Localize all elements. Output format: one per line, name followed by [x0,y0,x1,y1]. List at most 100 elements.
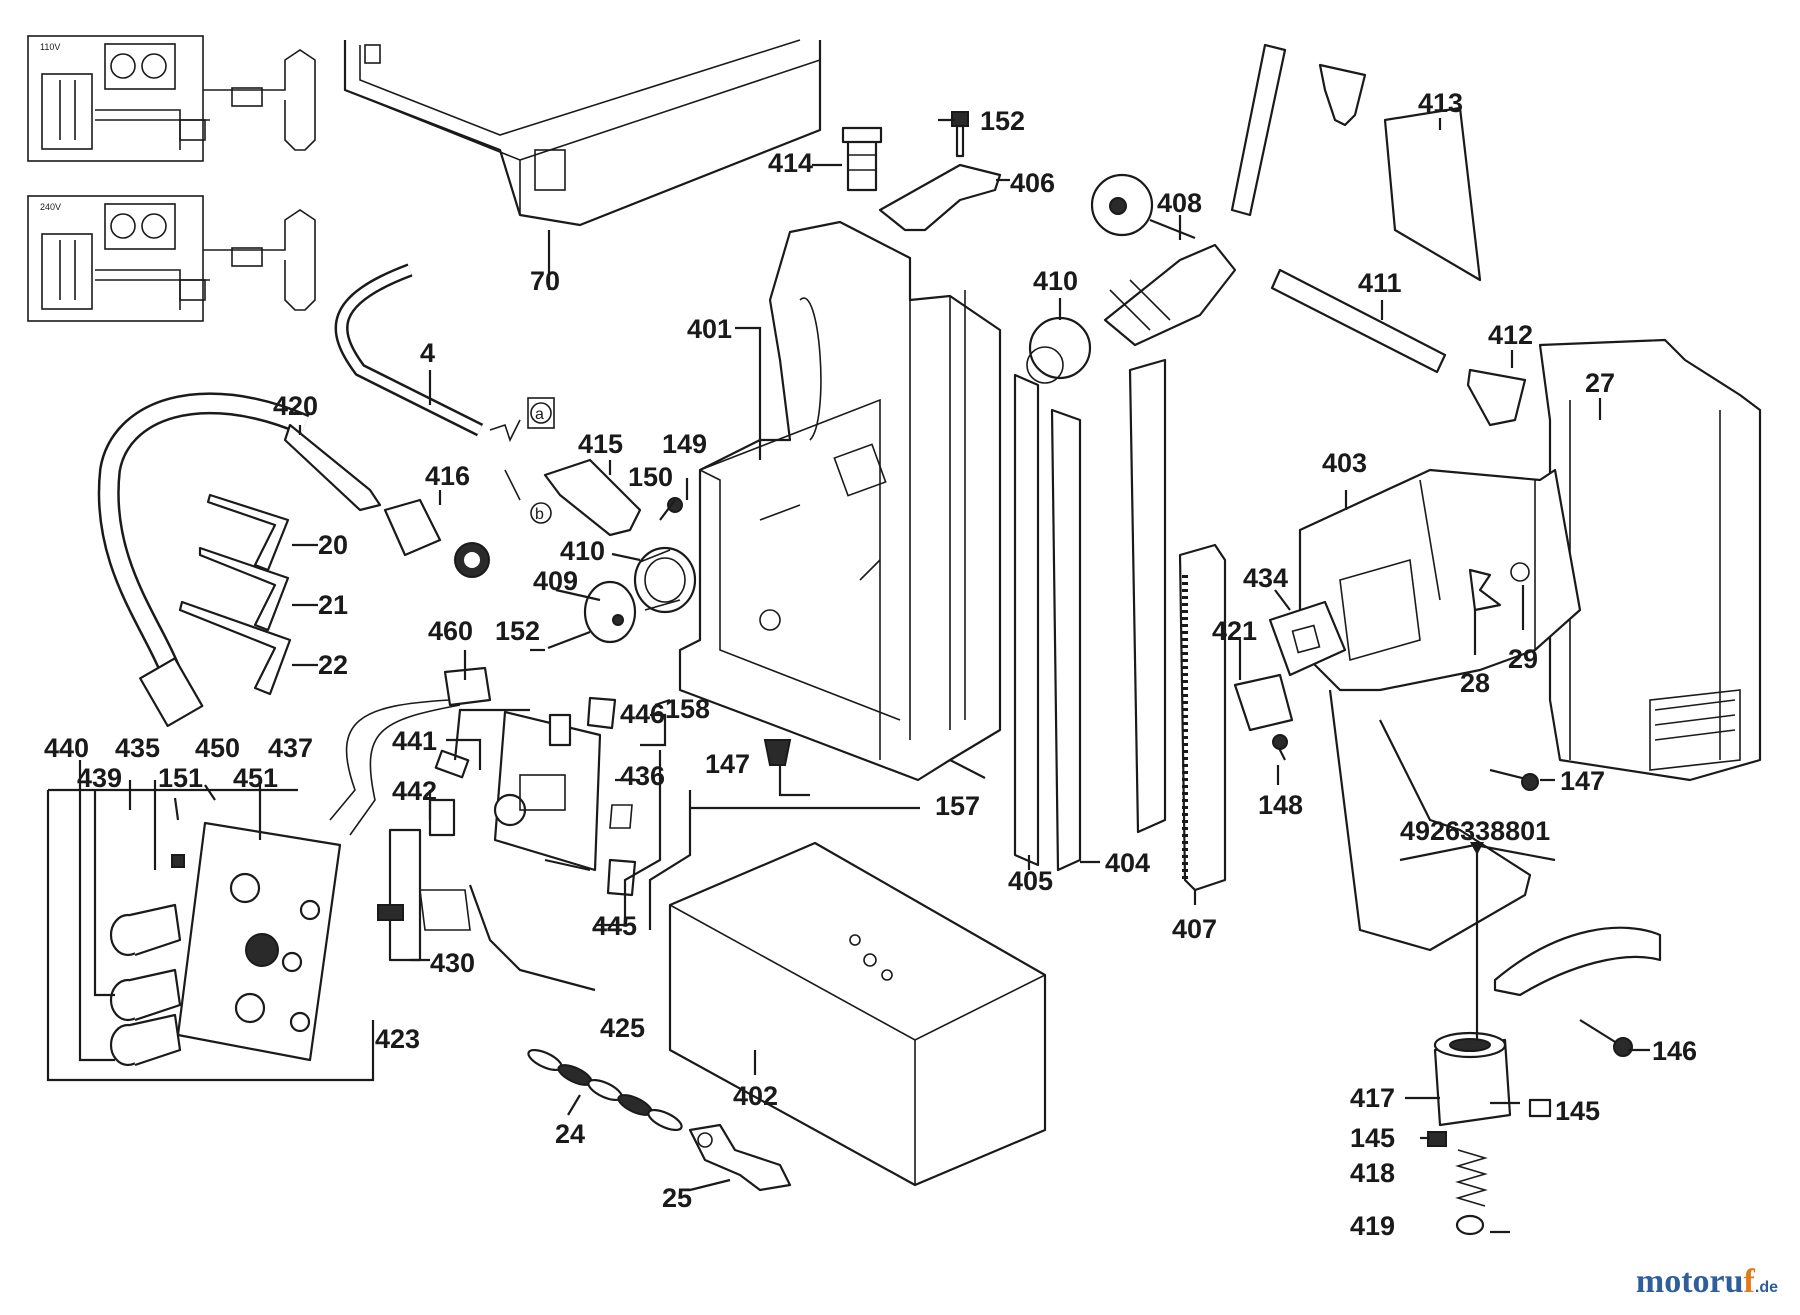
callout-407: 407 [1172,914,1217,944]
collar-417 [1433,1031,1512,1127]
callout-4: 4 [420,338,435,368]
screw-147-housing [1489,768,1539,791]
screw-157 [949,759,986,779]
connector-441 [434,749,470,779]
callout-425: 425 [600,1013,645,1043]
callout-439: 439 [77,763,122,793]
callout-418: 418 [1350,1158,1395,1188]
pcb-strip-430 [377,828,471,962]
callout-24: 24 [555,1119,585,1149]
pinion-spindle [1090,173,1237,347]
cable-harness-460 [329,666,492,836]
callout-150: 150 [628,462,673,492]
switch-panel-frame [176,821,342,1062]
brand-watermark: motoruf.de [1635,1263,1778,1300]
callout-446: 446 [620,699,665,729]
callout-419: 419 [1350,1211,1395,1241]
callout-149: 149 [662,429,707,459]
callout-436: 436 [620,761,665,791]
control-board [493,710,602,872]
callout-408: 408 [1157,188,1202,218]
guide-strip-405 [1013,373,1040,867]
magnet-base [668,841,1047,1187]
callout-145-right: 145 [1555,1096,1600,1126]
callout-434: 434 [1243,563,1288,593]
ball-419 [1455,1214,1485,1236]
clamp-half [1493,926,1662,997]
voltage-label-240v: 240V [40,202,61,212]
part-number-label: 4926338801 [1400,816,1550,846]
callout-414: 414 [768,148,813,178]
callout-157: 157 [935,791,980,821]
grub-screw-145b [1427,1131,1447,1147]
callout-158: 158 [665,694,710,724]
callout-410-lower: 410 [560,536,605,566]
callout-413: 413 [1418,88,1463,118]
switch-421 [1233,673,1294,732]
small-bracket-445 [606,804,637,897]
svg-text:b: b [535,506,544,523]
screw-147-column [763,739,792,766]
cover-plate-413 [1383,106,1482,282]
assembly-bracket-437 [46,788,375,1082]
spacer-ring-lower [633,546,697,614]
callout-430: 430 [430,948,475,978]
callout-442: 442 [392,776,437,806]
callout-20: 20 [318,530,348,560]
gear-rack [1178,543,1227,892]
callout-410-upper: 410 [1033,266,1078,296]
callout-403: 403 [1322,448,1367,478]
callout-147-column: 147 [705,749,750,779]
fitting-414 [841,126,883,192]
callout-421: 421 [1212,616,1257,646]
guide-strip-404b [1128,358,1167,834]
cable-gland [383,498,490,578]
callout-402: 402 [733,1081,778,1111]
wing-nut [1468,562,1530,612]
wiring-diagram-inset-bottom: 240V [27,195,316,322]
callout-420: 420 [273,391,318,421]
callout-411: 411 [1358,268,1402,298]
handle-grip-side [1466,368,1527,427]
indicator-lamp-440 [109,1013,182,1067]
terminal-markers: a b [489,397,555,524]
plug-connector [543,458,683,537]
callout-415: 415 [578,429,623,459]
indicator-lamp-435 [109,903,182,957]
chain-hook [688,1123,792,1192]
callout-460: 460 [428,616,473,646]
callout-147-housing: 147 [1560,766,1605,796]
bushing-409 [547,580,637,650]
callout-70: 70 [530,266,560,296]
callout-445: 445 [592,911,637,941]
voltage-label-110v: 110V [40,42,60,52]
callout-404: 404 [1105,848,1150,878]
callout-441: 441 [392,726,437,756]
hex-keys [178,493,292,696]
callout-435: 435 [115,733,160,763]
switch-plate [1268,600,1347,677]
callout-406: 406 [1010,168,1055,198]
callout-28: 28 [1460,668,1490,698]
callout-437: 437 [268,733,313,763]
guide-strip-404a [1050,408,1082,872]
screw-151 [171,854,185,868]
callout-416: 416 [425,461,470,491]
callout-152-lower: 152 [495,616,540,646]
drill-stand-column [678,220,1002,782]
chip-guard [1538,338,1762,782]
spring-418 [1455,1149,1488,1207]
handle-bar-top [1230,43,1287,217]
wiring-diagram-inset-top: 110V [27,35,316,162]
callout-450: 450 [195,733,240,763]
mounting-plate [878,163,1002,232]
callout-146: 146 [1652,1036,1697,1066]
callout-152-top: 152 [980,106,1025,136]
grub-screw-145a [1528,1098,1552,1118]
handle-grip-top [1318,63,1367,127]
callout-labels: 70 4 420 416 415 149 150 20 21 22 410 40… [44,88,1697,1241]
callout-417: 417 [1350,1083,1395,1113]
callout-423: 423 [375,1024,420,1054]
indicator-lamp-439 [109,968,182,1022]
